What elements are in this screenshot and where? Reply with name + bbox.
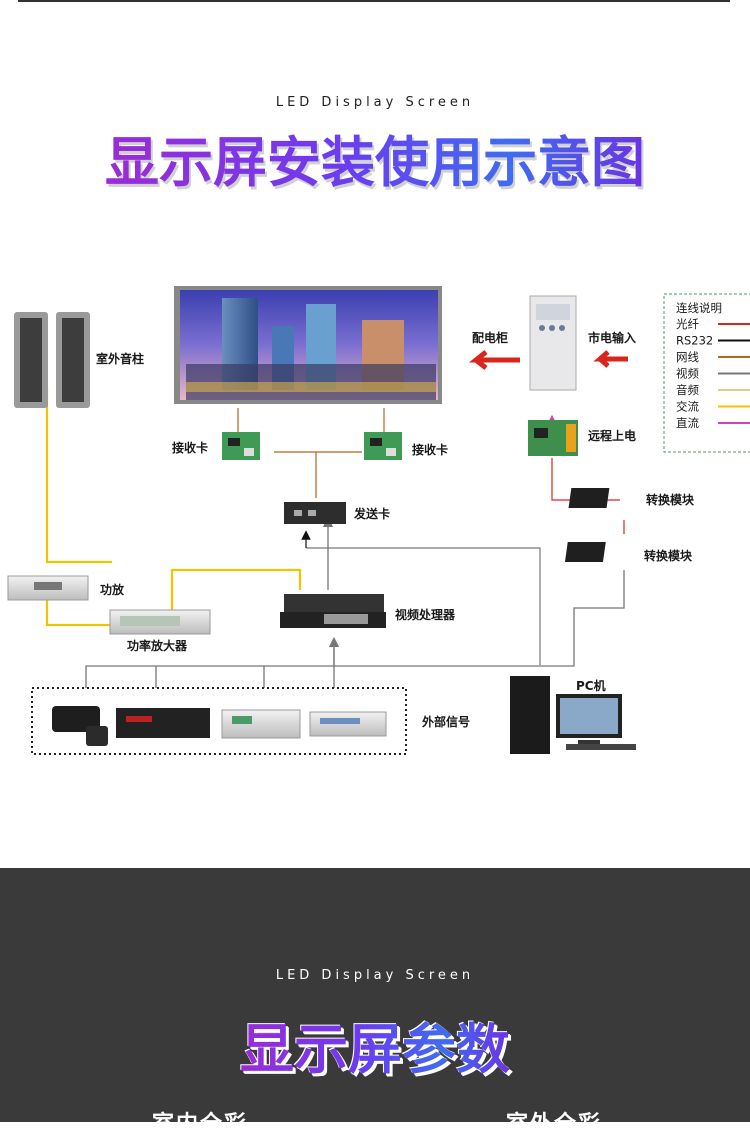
network-lines [237, 408, 385, 498]
params-title: 显示屏参数 [0, 1005, 750, 1084]
red-arrow-mains [593, 350, 628, 368]
legend-item-label: 交流 [676, 400, 699, 414]
power-amp-label: 功率放大器 [127, 638, 188, 653]
external-video-lines [85, 570, 625, 688]
pc [510, 676, 636, 754]
legend-item-label: 视频 [676, 367, 699, 381]
section2-subtitle: LED Display Screen [275, 968, 475, 983]
external-signal-label: 外部信号 [422, 714, 470, 729]
amp-ac-line [45, 595, 112, 627]
parameters-section [0, 868, 750, 1122]
red-arrow-left [468, 350, 520, 370]
media-player [116, 708, 210, 738]
amp-label: 功放 [100, 582, 125, 597]
remote-power-board [528, 420, 578, 456]
section-subtitle: LED Display Screen [275, 95, 475, 110]
converter-module-1 [568, 488, 610, 508]
converter-2-label: 转换模块 [644, 548, 693, 563]
page-title-text: 显示屏安装使用示意图 [105, 131, 645, 194]
power-amplifier [109, 609, 211, 635]
outdoor-speakers [14, 312, 90, 408]
pc-video-line [306, 547, 541, 665]
legend-item-label: 直流 [676, 416, 699, 430]
converter-1-label: 转换模块 [646, 492, 695, 507]
remote-power-label: 远程上电 [588, 428, 636, 443]
legend-item-label: RS232 [676, 334, 713, 348]
sender-box [284, 502, 346, 524]
distribution-cabinet [529, 295, 577, 391]
receiver-right-label: 接收卡 [412, 442, 448, 457]
tv-box [309, 711, 387, 737]
camera [52, 706, 108, 746]
receiver-card-left [222, 432, 260, 460]
cabinet-label: 配电柜 [472, 330, 508, 345]
amplifier [7, 575, 89, 601]
video-processor-label: 视频处理器 [395, 607, 456, 622]
legend-item-label: 光纤 [676, 317, 699, 331]
top-divider [18, 0, 730, 2]
video-processor [280, 594, 386, 628]
external-signal-frame [31, 687, 407, 755]
receiver-card-right [364, 432, 402, 460]
legend-item-label: 音频 [676, 383, 699, 397]
receiver-left-label: 接收卡 [172, 440, 208, 455]
params-title-text: 显示屏参数 [240, 1018, 510, 1081]
led-screen [174, 286, 442, 404]
installation-diagram: 室外音柱 接收卡 接收卡 发送卡 视频处理器 功放 功率放大器 [7, 286, 750, 755]
pc-label: PC机 [576, 678, 606, 693]
indoor-column-heading: 室内全彩 [152, 1112, 249, 1137]
audio-ac-line [45, 388, 112, 564]
dvd-recorder [221, 709, 301, 739]
legend-title: 连线说明 [676, 301, 722, 315]
mains-label: 市电输入 [588, 330, 636, 345]
speaker-label: 室外音柱 [96, 351, 144, 366]
sender-label: 发送卡 [353, 506, 390, 521]
outdoor-column-heading: 室外全彩 [506, 1112, 603, 1137]
converter-module-2 [564, 542, 606, 562]
amp-audio-line [170, 568, 302, 610]
legend-item-label: 网线 [676, 350, 699, 364]
page-title: 显示屏安装使用示意图 [0, 118, 750, 197]
